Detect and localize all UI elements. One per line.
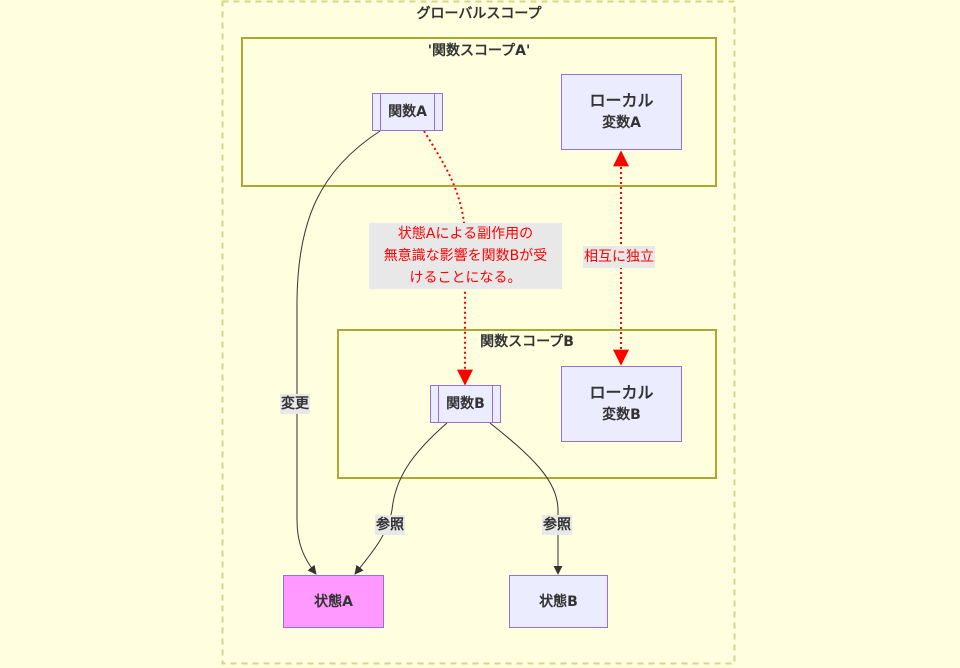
node-state-a[interactable]: 状態A xyxy=(283,575,384,628)
edge-ref-a-label: 参照 xyxy=(375,515,405,535)
scope-b-label: 関数スコープB xyxy=(480,334,574,350)
side-effect-line-3: けることになる。 xyxy=(409,270,522,286)
scope-a-label: '関数スコープA' xyxy=(427,43,531,59)
node-local-b-line1: ローカル xyxy=(589,383,654,402)
node-local-b-line2: 変数B xyxy=(602,407,641,423)
node-local-a-line2: 変数A xyxy=(602,115,641,131)
node-local-b[interactable]: ローカル 変数B xyxy=(561,366,682,442)
node-func-a-label: 関数A xyxy=(388,104,427,120)
edge-independent-label: 相互に独立 xyxy=(583,246,655,268)
edge-ref-a xyxy=(354,422,448,575)
node-state-b[interactable]: 状態B xyxy=(509,575,608,628)
edge-side-effect-label: 状態Aによる副作用の 無意識な影響を関数Bが受 けることになる。 xyxy=(369,223,562,289)
node-func-b[interactable]: 関数B xyxy=(430,385,501,423)
node-local-a[interactable]: ローカル 変数A xyxy=(561,74,682,150)
edge-ref-b xyxy=(489,422,563,575)
node-func-a[interactable]: 関数A xyxy=(372,93,443,131)
node-func-b-label: 関数B xyxy=(446,396,485,412)
edge-change xyxy=(296,130,381,575)
node-state-b-label: 状態B xyxy=(539,593,578,610)
node-state-a-label: 状態A xyxy=(314,593,353,610)
global-scope-label: グローバルスコープ xyxy=(416,6,542,22)
side-effect-line-2: 無意識な影響を関数Bが受 xyxy=(383,248,548,264)
edge-ref-b-label: 参照 xyxy=(542,515,572,535)
side-effect-line-1: 状態Aによる副作用の xyxy=(397,226,534,242)
node-local-a-line1: ローカル xyxy=(589,91,654,110)
edge-change-label: 変更 xyxy=(280,394,310,414)
